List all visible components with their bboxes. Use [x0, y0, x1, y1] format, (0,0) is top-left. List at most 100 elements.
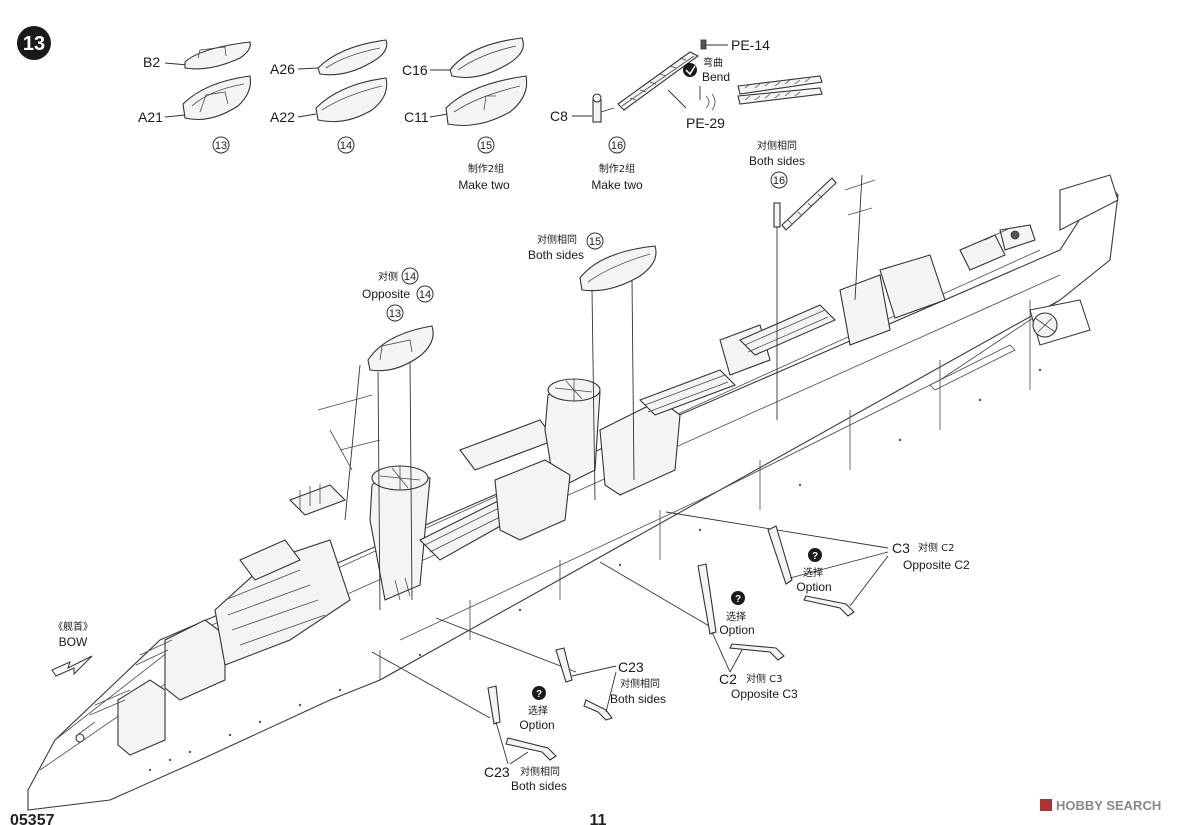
davit-c23-d — [505, 737, 557, 761]
part-label-c11: C11 — [404, 109, 429, 125]
question-icon — [808, 548, 822, 562]
boat-15-assembled — [579, 245, 657, 292]
callout-en: Both sides — [511, 779, 567, 793]
step-badge: 13 — [17, 26, 51, 60]
part-group-13: B2 A21 13 — [138, 41, 252, 154]
mainmast — [854, 174, 863, 301]
callout-boat-14: 对侧 14 Opposite 14 13 — [362, 267, 434, 611]
note-cn: 制作2组 — [599, 162, 635, 175]
part-label-c8: C8 — [550, 108, 568, 124]
footer-code: 05357 — [10, 812, 55, 825]
question-icon — [532, 686, 546, 700]
crane-post-c8 — [592, 99, 602, 123]
boat-13-assembled — [367, 325, 434, 372]
bend-icon — [683, 63, 697, 77]
callout-cn: 对侧 C3 — [746, 672, 783, 685]
torpedo-mount-3 — [739, 304, 836, 356]
ref-number: 14 — [404, 271, 416, 283]
callout-en: Both sides — [749, 154, 805, 168]
part-label-b2: B2 — [143, 54, 160, 70]
ref-circle-16 — [608, 136, 626, 154]
option-cn: 选择 — [803, 566, 823, 579]
callout-cn: 对侧 C2 — [918, 541, 955, 554]
ref-number: 15 — [480, 140, 492, 152]
ref-circle-14 — [337, 136, 355, 154]
option-cn: 选择 — [726, 610, 746, 623]
ref-number: 14 — [340, 140, 352, 152]
davit-c23-c — [487, 685, 501, 725]
hull-side — [27, 179, 1119, 811]
callout-en: Both sides — [610, 692, 666, 706]
callout-c3: C3 对侧 C2 Opposite C2 ? 选择 Option — [665, 511, 970, 617]
destroyer-hull-illustration — [27, 174, 1119, 811]
part-group-15: C16 C11 15 制作2组 Make two — [402, 37, 528, 192]
torpedo-mount-2 — [639, 369, 736, 416]
pe14-fitting — [700, 39, 707, 50]
boat-cover-b2 — [184, 41, 251, 70]
pe29-bent-left — [737, 75, 823, 95]
watermark-logo-icon — [1040, 799, 1052, 811]
ref-number: 16 — [773, 175, 785, 187]
boat-cover-c16 — [449, 37, 524, 79]
callout-cn: 对侧相同 — [620, 677, 660, 690]
ref-number: 14 — [419, 289, 431, 301]
question-icon — [731, 591, 745, 605]
part-group-14: A26 A22 14 — [270, 39, 388, 154]
ref-number: 16 — [611, 140, 623, 152]
bend-label-cn: 弯曲 — [703, 56, 723, 69]
gun-mount-a — [117, 679, 166, 756]
callout-boat-15: 对侧相同 15 Both sides — [528, 232, 657, 501]
ref-circle-13 — [212, 136, 230, 154]
gun-mount-b — [164, 619, 226, 701]
svg-text:?: ? — [812, 551, 818, 562]
bow-arrow-icon — [51, 655, 93, 677]
callout-c2: ? 选择 Option C2 对侧 C3 Opposite C3 — [599, 561, 798, 701]
part-group-16: PE-14 C8 PE-29 弯曲 Bend 16 制作2组 Make two — [550, 37, 823, 192]
davit-c3-b — [803, 595, 855, 617]
note-en: Make two — [591, 178, 643, 192]
step-number: 13 — [23, 33, 45, 55]
part-label-a26: A26 — [270, 61, 295, 77]
callout-c23-b: ? 选择 Option C23 对侧相同 Both sides — [371, 651, 567, 793]
callout-cn: 对侧相同 — [537, 233, 577, 246]
ref-circle-15 — [477, 136, 495, 154]
part-label-c23: C23 — [484, 764, 510, 780]
davit-c3-a — [767, 525, 793, 585]
callout-cn: 对侧相同 — [757, 139, 797, 152]
part-label-pe14: PE-14 — [731, 37, 770, 53]
option-en: Option — [719, 623, 754, 637]
bow-label-cn: 《舰首》 — [53, 620, 93, 633]
callout-en: Both sides — [528, 248, 584, 262]
part-label-c23: C23 — [618, 659, 644, 675]
boat-hull-a21 — [182, 75, 252, 121]
svg-text:?: ? — [536, 689, 542, 700]
ref-number: 13 — [389, 308, 401, 320]
option-en: Option — [796, 580, 831, 594]
note-cn: 制作2组 — [468, 162, 504, 175]
part-label-a22: A22 — [270, 109, 295, 125]
ref-number: 13 — [215, 140, 227, 152]
crane-post — [773, 202, 781, 228]
part-label-pe29: PE-29 — [686, 115, 725, 131]
part-label-c16: C16 — [402, 62, 428, 78]
foremast — [344, 364, 361, 521]
watermark-text: HOBBY SEARCH — [1056, 798, 1161, 813]
callout-cn: 对侧相同 — [520, 765, 560, 778]
watermark: HOBBY SEARCH — [1040, 798, 1161, 813]
ref-number: 15 — [589, 236, 601, 248]
davit-c2-b — [729, 643, 785, 661]
bow-indicator: 《舰首》 BOW — [51, 620, 93, 677]
option-en: Option — [519, 718, 554, 732]
option-cn: 选择 — [528, 704, 548, 717]
callout-en: Opposite C3 — [731, 687, 798, 701]
callout-en: Opposite C2 — [903, 558, 970, 572]
callout-en: Opposite — [362, 287, 410, 301]
portholes — [148, 368, 1042, 772]
stern-gun — [959, 234, 1006, 271]
bend-label-en: Bend — [702, 70, 730, 84]
davit-c23-a — [555, 647, 573, 683]
boat-cover-a26 — [317, 39, 388, 76]
footer: 05357 11 HOBBY SEARCH — [10, 798, 1161, 825]
note-en: Make two — [458, 178, 510, 192]
